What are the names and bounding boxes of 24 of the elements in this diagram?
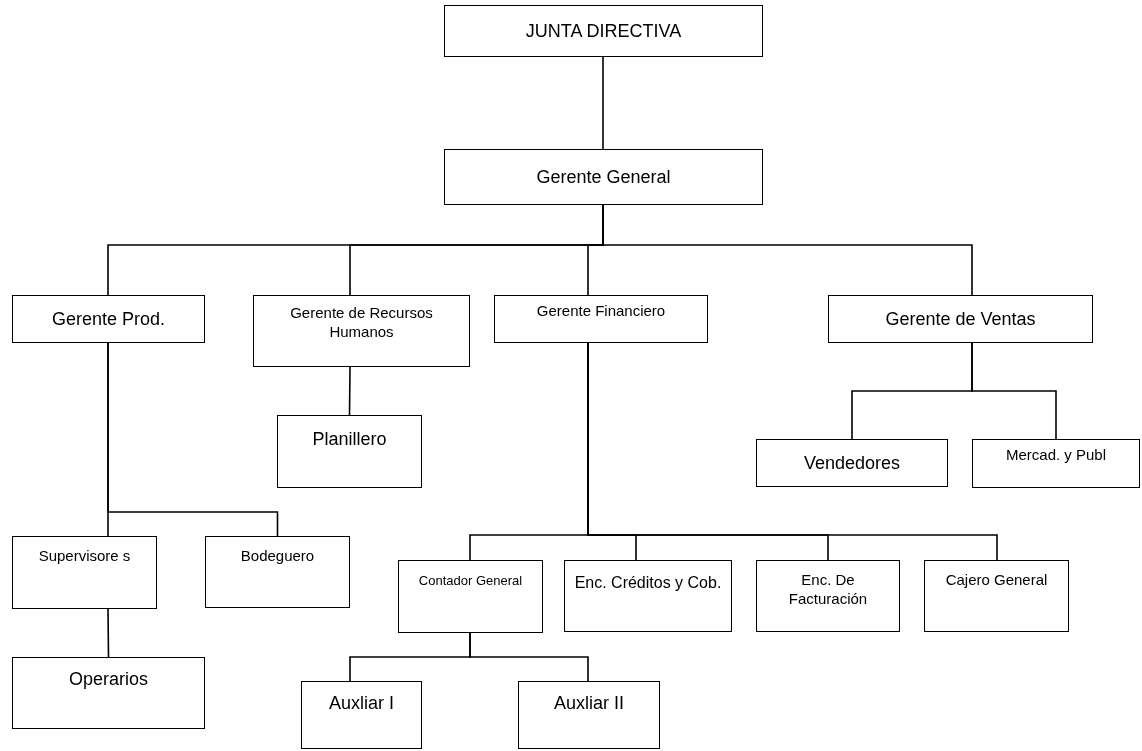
position-box: Gerente de Recursos Humanos	[253, 295, 470, 367]
position-box: Bodeguero	[205, 536, 350, 608]
position-box: Auxliar I	[301, 681, 422, 749]
connector-line	[469, 632, 589, 682]
connector-line	[971, 342, 1057, 440]
position-box: Cajero General	[924, 560, 1069, 632]
position-box: Gerente General	[444, 149, 763, 205]
connector-line	[602, 56, 604, 150]
position-box: Auxliar II	[518, 681, 660, 749]
position-box: Gerente de Ventas	[828, 295, 1093, 343]
connector-line	[348, 366, 351, 416]
position-box: JUNTA DIRECTIVA	[444, 5, 763, 57]
position-box: Supervisore s	[12, 536, 157, 609]
position-box: Gerente Financiero	[494, 295, 708, 343]
position-box: Vendedores	[756, 439, 948, 487]
position-box: Contador General	[398, 560, 543, 633]
connector-line	[107, 342, 279, 537]
position-box: Gerente Prod.	[12, 295, 205, 343]
position-box: Enc. Créditos y Cob.	[564, 560, 732, 632]
position-box: Operarios	[12, 657, 205, 729]
connector-line	[107, 608, 110, 658]
position-box: Enc. De Facturación	[756, 560, 900, 632]
position-box: Planillero	[277, 415, 422, 488]
position-box: Mercad. y Publ	[972, 439, 1140, 488]
